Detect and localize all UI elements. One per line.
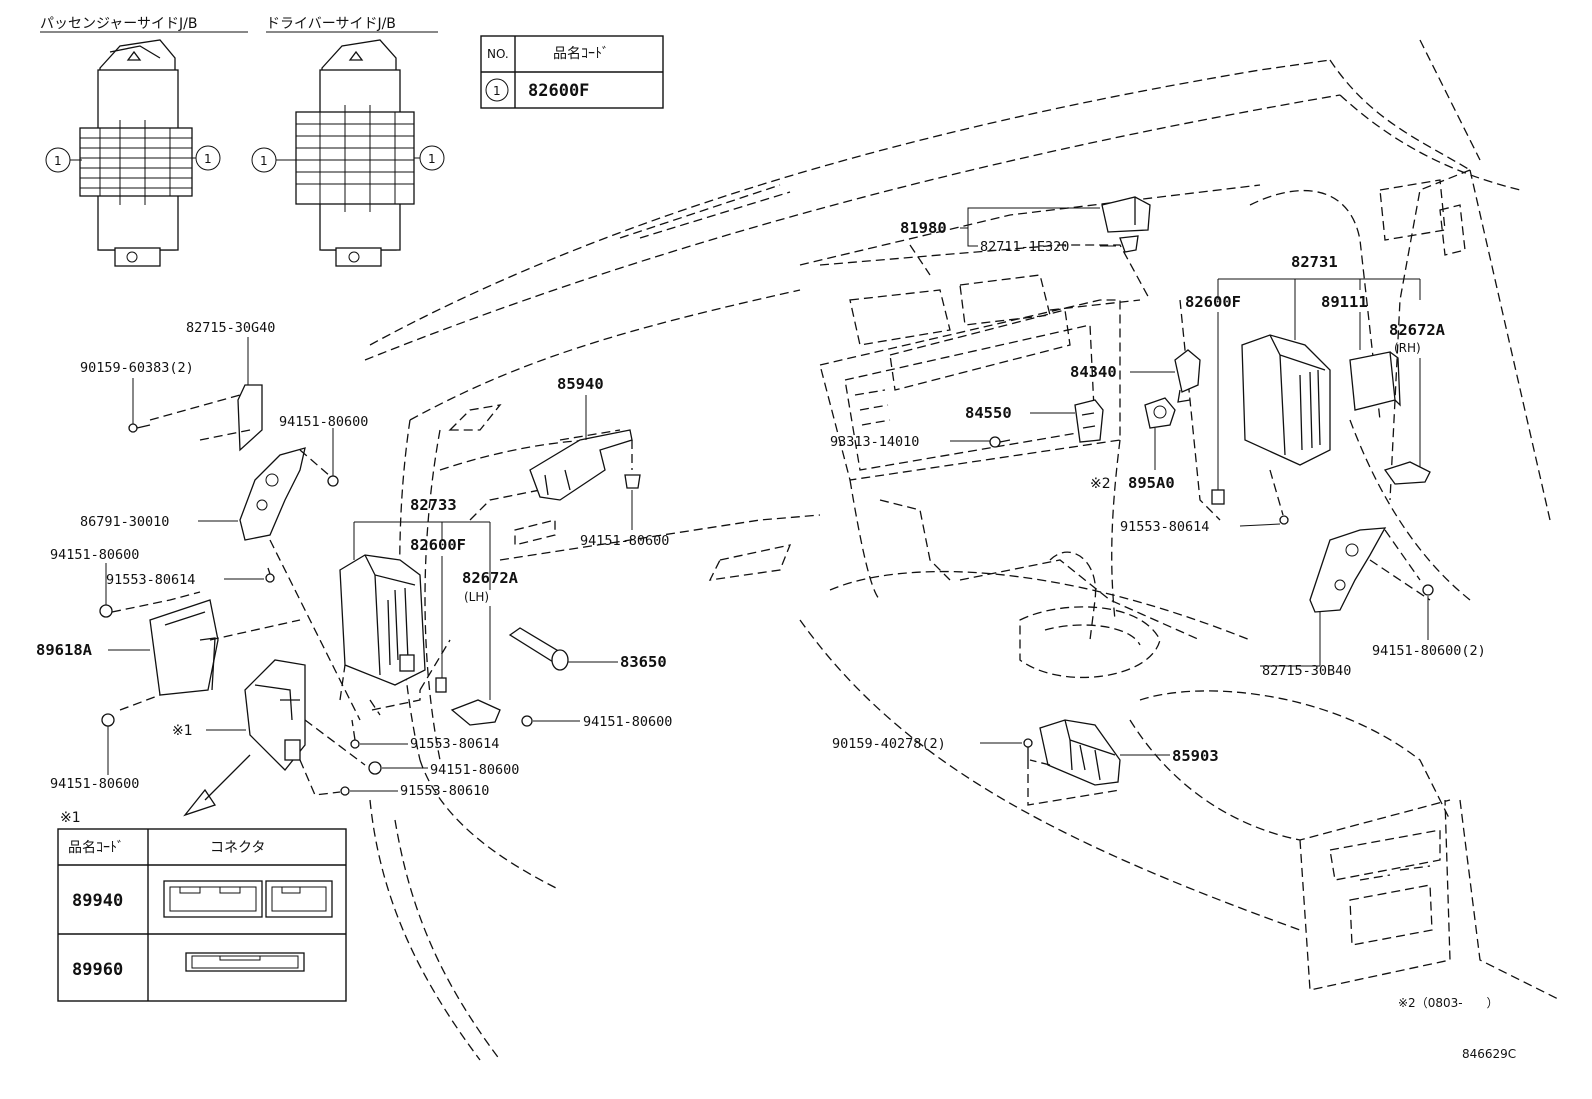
junction-block-82733 (339, 554, 451, 716)
connector-row-2-code: 89960 (72, 960, 123, 980)
connector-col-connector: コネクタ (210, 840, 265, 856)
clip-82600F-lh (435, 677, 447, 693)
bolt-90159-40278 (1023, 738, 1033, 760)
label-91553-80614-b: 91553-80614 (410, 736, 499, 752)
label-86791-30010: 86791-30010 (80, 514, 169, 530)
junction-block-82731 (1241, 334, 1331, 466)
connector-89940-shape (163, 880, 333, 918)
label-84340: 84340 (1070, 363, 1117, 381)
label-rh: (RH) (1394, 341, 1421, 355)
cover-82672A-lh (450, 699, 501, 726)
legend-row-code: 82600F (528, 81, 589, 101)
label-91553-80614-c: 91553-80614 (1120, 519, 1209, 535)
label-82711-1E320: 82711-1E320 (980, 239, 1069, 255)
label-94151-80600-e: 94151-80600 (583, 714, 672, 730)
screw-91553-80614-b (350, 719, 360, 749)
connector-table: ※1 品名ｺｰﾄﾞ コネクタ 89940 89960 (57, 810, 347, 1002)
label-82600F-rh: 82600F (1185, 293, 1241, 311)
label-82715-30B40: 82715-30B40 (1262, 663, 1351, 679)
module-89618A (119, 599, 301, 711)
legend-col-no: NO. (487, 47, 509, 61)
label-82715-30G40: 82715-30G40 (186, 320, 275, 336)
label-82672A-rh: 82672A (1389, 321, 1446, 339)
nut-94151-80600-b (99, 591, 201, 618)
connector-89960-shape (185, 952, 305, 972)
label-81980: 81980 (900, 219, 947, 237)
label-93313-14010: 93313-14010 (830, 434, 919, 450)
driver-junction-block-drawing (295, 39, 415, 267)
label-82733: 82733 (410, 496, 457, 514)
switch-84340 (1174, 349, 1201, 403)
sensor-83650 (508, 627, 569, 671)
label-82672A-lh: 82672A (462, 569, 519, 587)
connector-row-1-code: 89940 (72, 891, 123, 911)
note2-mark: ※2 (1090, 476, 1111, 492)
label-895A0: 895A0 (1128, 474, 1175, 492)
label-91553-80614-a: 91553-80614 (106, 572, 195, 588)
driver-jb-callout-left: 1 (260, 154, 268, 168)
label-83650: 83650 (620, 653, 667, 671)
bracket-82715-30G40 (149, 384, 263, 452)
label-94151-80600-b: 94151-80600 (50, 547, 139, 563)
screw-93313-14010 (989, 436, 1011, 448)
screw-91553-80614-c (1269, 469, 1289, 525)
label-89111: 89111 (1321, 293, 1368, 311)
legend-table: NO. 品名ｺｰﾄﾞ 1 82600F (480, 35, 664, 109)
label-91553-80610: 91553-80610 (400, 783, 489, 799)
relay-81980 (1101, 196, 1151, 233)
driver-jb-callout-right: 1 (428, 152, 436, 166)
nut-94151-80600-a (299, 449, 339, 487)
connector-col-code: 品名ｺｰﾄﾞ (68, 840, 124, 856)
screw-91553-80614-a (265, 567, 275, 583)
nut-94151-80600-g (1422, 584, 1434, 596)
connector-89940-89960 (244, 659, 306, 771)
label-82731: 82731 (1291, 253, 1338, 271)
bracket-82715-30B40 (1309, 527, 1431, 613)
nut-94151-80600-c (101, 713, 115, 727)
bracket-86791-30010 (239, 447, 361, 721)
label-89618A: 89618A (36, 641, 93, 659)
clip-82711-1E320 (1119, 235, 1139, 253)
note1-mark: ※1 (172, 723, 193, 739)
diagram-id: 846629C (1462, 1047, 1516, 1061)
cover-82672A-rh (1383, 461, 1431, 485)
latch-85903 (1027, 719, 1121, 806)
label-lh: (LH) (464, 590, 489, 604)
legend-col-code: 品名ｺｰﾄﾞ (553, 46, 609, 62)
passenger-jb-callout-right: 1 (204, 152, 212, 166)
legend-row-no: 1 (493, 84, 501, 98)
nut-94151-80600-f (304, 719, 382, 775)
label-85940: 85940 (557, 375, 604, 393)
nut-94151-80600-d (624, 440, 641, 489)
label-94151-80600-f: 94151-80600 (430, 762, 519, 778)
label-82600F-lh: 82600F (410, 536, 466, 554)
clip-82600F-rh (1211, 489, 1225, 505)
nut-94151-80600-e (521, 715, 533, 727)
label-94151-80600-g: 94151-80600(2) (1372, 643, 1486, 659)
label-94151-80600-a: 94151-80600 (279, 414, 368, 430)
switch-84550 (1074, 399, 1104, 443)
bolt-90159-60383 (128, 423, 151, 433)
dashboard-outline (364, 39, 1561, 1061)
driver-jb-header: ドライバーサイドJ/B (266, 16, 396, 32)
ecu-89111 (1349, 351, 1401, 411)
sensor-895A0 (1144, 397, 1176, 429)
passenger-jb-callout-left: 1 (54, 154, 62, 168)
bracket-85940 (529, 429, 633, 501)
connector-table-title: ※1 (60, 810, 81, 826)
label-90159-60383: 90159-60383(2) (80, 360, 194, 376)
screw-91553-80610 (299, 759, 350, 796)
footnote-note2: ※2（0803- ） (1398, 996, 1499, 1010)
label-94151-80600-d: 94151-80600 (580, 533, 669, 549)
passenger-junction-block-drawing (79, 39, 193, 267)
label-90159-40278: 90159-40278(2) (832, 736, 946, 752)
label-84550: 84550 (965, 404, 1012, 422)
label-94151-80600-c: 94151-80600 (50, 776, 139, 792)
passenger-jb-header: パッセンジャーサイドJ/B (40, 16, 197, 32)
label-85903: 85903 (1172, 747, 1219, 765)
